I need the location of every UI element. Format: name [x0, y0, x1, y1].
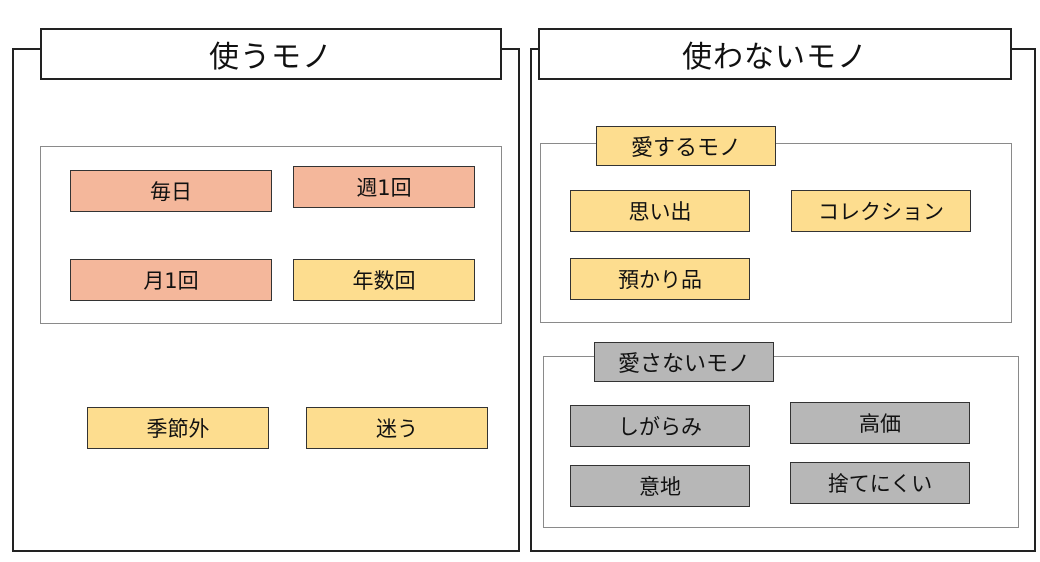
- item-few-times-a-year: 年数回: [293, 259, 475, 301]
- item-collection: コレクション: [791, 190, 971, 232]
- loved-items-group-title: 愛するモノ: [596, 126, 776, 166]
- item-obligations: しがらみ: [570, 405, 750, 447]
- item-memories: 思い出: [570, 190, 750, 232]
- item-expensive: 高価: [790, 402, 970, 444]
- item-hard-to-discard: 捨てにくい: [790, 462, 970, 504]
- item-monthly: 月1回: [70, 259, 272, 301]
- unloved-items-group-title: 愛さないモノ: [594, 342, 774, 382]
- used-items-panel-title: 使うモノ: [40, 28, 502, 80]
- item-undecided: 迷う: [306, 407, 488, 449]
- unused-items-panel-title: 使わないモノ: [538, 28, 1012, 80]
- item-weekly: 週1回: [293, 166, 475, 208]
- item-daily: 毎日: [70, 170, 272, 212]
- item-entrusted-goods: 預かり品: [570, 258, 750, 300]
- item-pride: 意地: [570, 465, 750, 507]
- item-off-season: 季節外: [87, 407, 269, 449]
